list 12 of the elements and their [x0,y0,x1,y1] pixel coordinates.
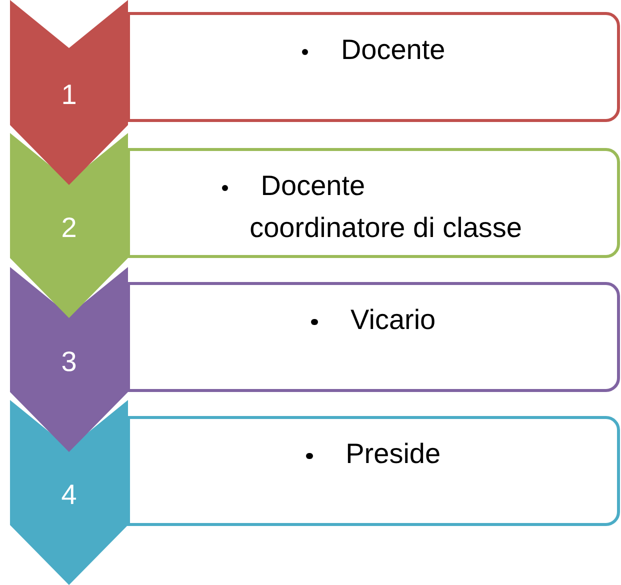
list-box [127,282,620,392]
list-box [127,12,620,122]
step-number: 2 [60,211,78,245]
step-number: 1 [60,78,78,112]
list-box [127,416,620,526]
list-item-text: Vicario [350,304,436,335]
list-box [127,148,620,258]
list-item-text: Preside [346,438,441,469]
list-item-text: Docente [340,34,446,65]
step-number: 3 [60,345,78,379]
list-item-text: Docente coordinatore di classe [250,170,522,243]
step-number: 4 [60,478,78,512]
